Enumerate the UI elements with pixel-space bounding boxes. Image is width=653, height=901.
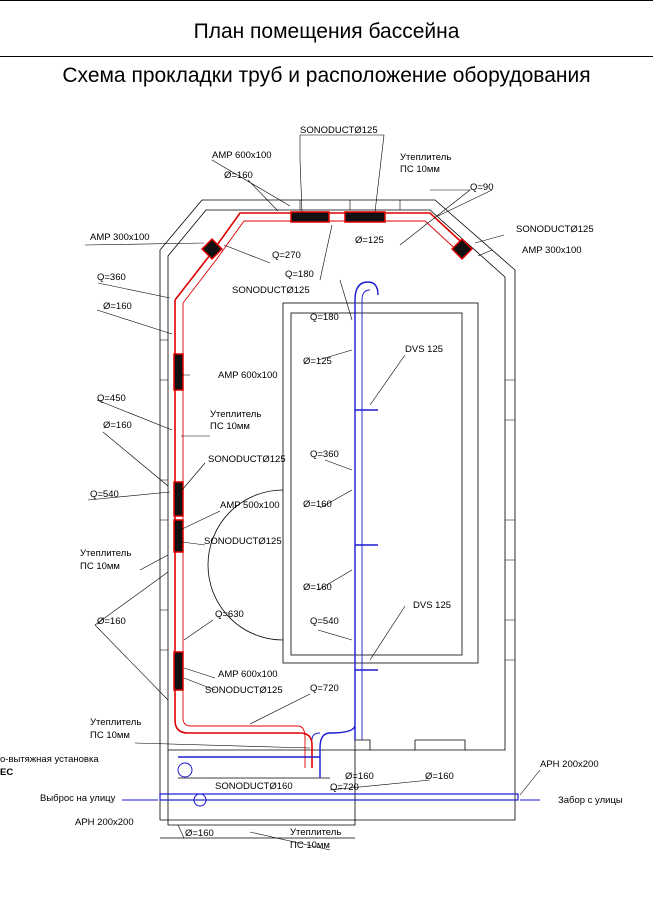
label-q180-pool: Q=180 (310, 312, 339, 323)
label-d160-pool-1: Ø=160 (303, 499, 332, 510)
label-amp600-mid: AMP 600x100 (218, 370, 278, 381)
label-insulation-mid-1: Утеплитель (210, 409, 261, 420)
label-d160-unit: Ø=160 (345, 771, 374, 782)
exhaust-duct (178, 281, 379, 778)
label-q90: Q=90 (470, 182, 494, 193)
label-sonoduct-mid-2: SONODUCTØ125 (208, 454, 286, 465)
label-sonoduct-160: SONODUCTØ160 (215, 781, 293, 792)
label-q360-left: Q=360 (97, 272, 126, 283)
label-insulation-low-1: Утеплитель (90, 717, 141, 728)
label-sonoduct-top: SONODUCTØ125 (300, 125, 378, 136)
room-outer-wall (159, 199, 516, 821)
label-q180-top: Q=180 (285, 269, 314, 280)
label-insulation-mid-2: ПС 10мм (210, 421, 250, 432)
outdoor-duct (159, 793, 519, 801)
supply-duct (174, 212, 471, 768)
supply-duct-inner (182, 220, 463, 768)
label-insulation-top-2: ПС 10мм (400, 164, 440, 175)
label-arn-right: APH 200x200 (540, 759, 599, 770)
leader-lines (84, 134, 541, 851)
label-d125-pool: Ø=125 (303, 356, 332, 367)
label-insulation-top-1: Утеплитель (400, 152, 451, 163)
label-dvs-lower: DVS 125 (413, 600, 451, 611)
label-intake: Забор с улицы (558, 795, 623, 806)
label-q720-upper: Q=720 (310, 683, 339, 694)
label-amp500: AMP 500x100 (220, 500, 280, 511)
label-d125-top: Ø=125 (355, 235, 384, 246)
label-exhaust: Выброс на улицу (40, 793, 116, 804)
label-insulation-left-2: ПС 10мм (80, 561, 120, 572)
label-sonoduct-low: SONODUCTØ125 (205, 685, 283, 696)
label-amp600-low: AMP 600x100 (218, 669, 278, 680)
label-amp300-left: AMP 300x100 (90, 232, 150, 243)
page-title: План помещения бассейна (193, 20, 460, 43)
wall-openings (160, 200, 515, 661)
unit-fan-2 (193, 793, 207, 807)
label-amp600-top: AMP 600x100 (212, 150, 272, 161)
door-arc (207, 489, 284, 641)
label-q540-pool: Q=540 (310, 616, 339, 627)
title-divider (0, 56, 653, 57)
label-d160-bottom: Ø=160 (185, 828, 214, 839)
label-amp300-right: AMP 300x100 (522, 245, 582, 256)
label-q720-lower: Q=720 (330, 782, 359, 793)
label-q450: Q=450 (97, 393, 126, 404)
pool-inner (290, 312, 463, 656)
label-d160-left-1: Ø=160 (103, 301, 132, 312)
label-d160-left-2: Ø=160 (103, 420, 132, 431)
label-unit-2: EC (0, 767, 13, 778)
label-d160-top: Ø=160 (224, 170, 253, 181)
label-d160-pool-2: Ø=160 (303, 582, 332, 593)
label-insulation-bottom-2: ПС 10мм (290, 840, 330, 851)
label-sonoduct-mid: SONODUCTØ125 (232, 285, 310, 296)
right-bay (355, 739, 466, 750)
label-q630: Q=630 (215, 609, 244, 620)
tech-room (160, 740, 356, 839)
label-insulation-left-1: Утеплитель (80, 548, 131, 559)
label-insulation-low-2: ПС 10мм (90, 730, 130, 741)
label-unit-1: о-вытяжная установка (0, 754, 99, 765)
label-q270: Q=270 (272, 250, 301, 261)
label-arn-left: APH 200x200 (75, 817, 134, 828)
top-border (0, 0, 653, 1)
label-d160-left-3: Ø=160 (97, 616, 126, 627)
label-sonoduct-mid-3: SONODUCTØ125 (204, 536, 282, 547)
annotations: SONODUCTØ125 AMP 600x100 Утеплитель ПС 1… (0, 125, 623, 851)
label-q540-left: Q=540 (90, 489, 119, 500)
exhaust-duct-inner (311, 289, 371, 741)
page-subtitle: Схема прокладки труб и расположение обор… (62, 64, 591, 87)
supply-grilles (173, 211, 473, 691)
label-d160-right: Ø=160 (425, 771, 454, 782)
pool-outer (282, 302, 479, 664)
label-insulation-bottom-1: Утеплитель (290, 827, 341, 838)
label-dvs-upper: DVS 125 (405, 344, 443, 355)
label-q360-pool: Q=360 (310, 449, 339, 460)
unit-fan-1 (177, 762, 193, 778)
label-sonoduct-right: SONODUCTØ125 (516, 224, 594, 235)
